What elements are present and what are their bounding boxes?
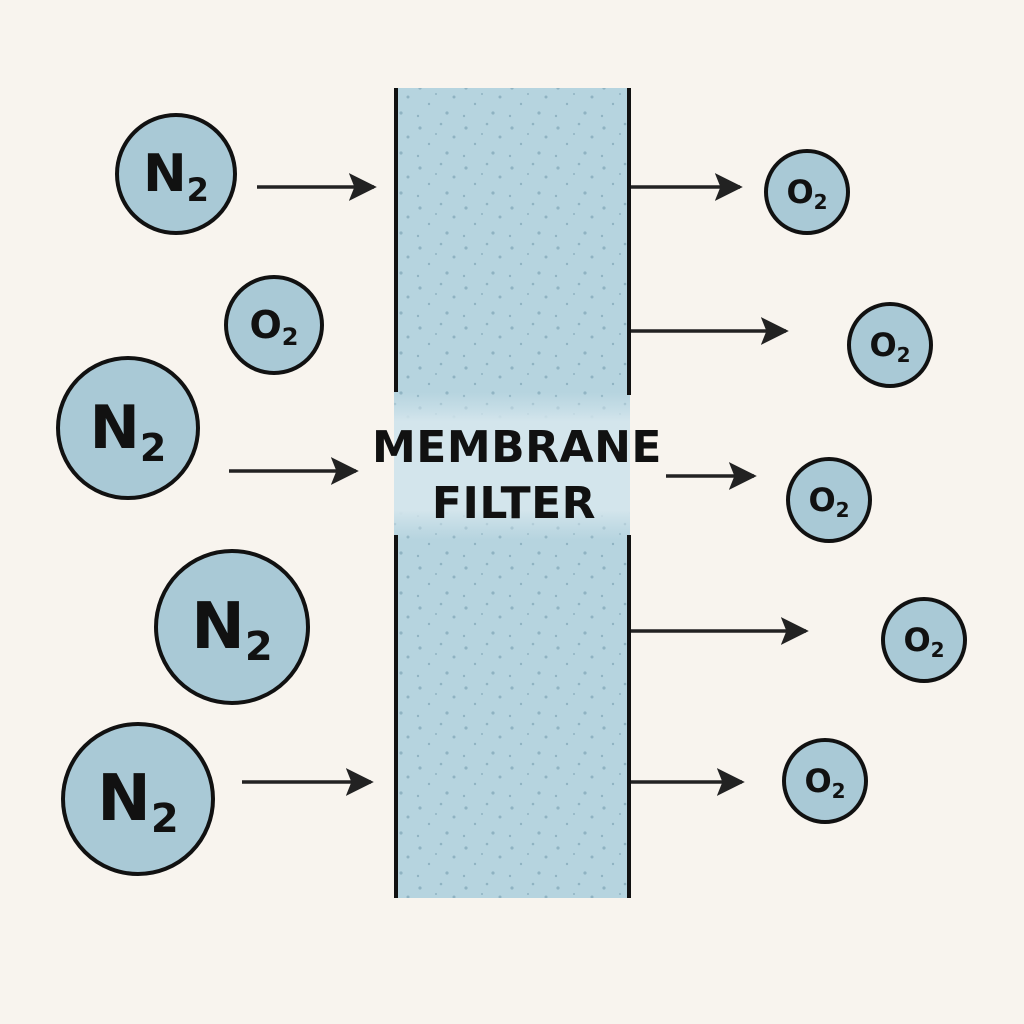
o2-molecule: O2 [764,149,850,235]
o2-molecule: O2 [847,302,933,388]
flow-arrows [229,173,809,796]
svg-text:O2: O2 [869,326,910,367]
n2-molecule: N2 [61,722,215,876]
n2-molecule: N2 [56,356,200,500]
svg-text:O2: O2 [804,762,845,803]
o2-molecule: O2 [786,457,872,543]
oxygen-molecules: O2 O2 O2 O2 O2 O2 [224,149,967,824]
o2-molecule: O2 [881,597,967,683]
svg-text:N2: N2 [191,590,272,670]
svg-text:O2: O2 [786,173,827,214]
membrane-label-line2: FILTER [431,478,597,529]
membrane-label: MEMBRANE FILTER [372,420,662,532]
o2-molecule: O2 [224,275,324,375]
svg-text:O2: O2 [808,481,849,522]
svg-text:N2: N2 [90,393,167,470]
nitrogen-molecules: N2 N2 N2 N2 [56,113,310,876]
membrane-label-band [394,392,630,540]
svg-text:N2: N2 [143,144,209,209]
n2-molecule: N2 [115,113,237,235]
n2-molecule: N2 [154,549,310,705]
svg-text:O2: O2 [903,621,944,662]
svg-text:O2: O2 [249,303,298,351]
membrane-filter [394,88,631,898]
o2-molecule: O2 [782,738,868,824]
svg-text:N2: N2 [97,762,178,842]
membrane-label-line1: MEMBRANE [372,422,662,473]
